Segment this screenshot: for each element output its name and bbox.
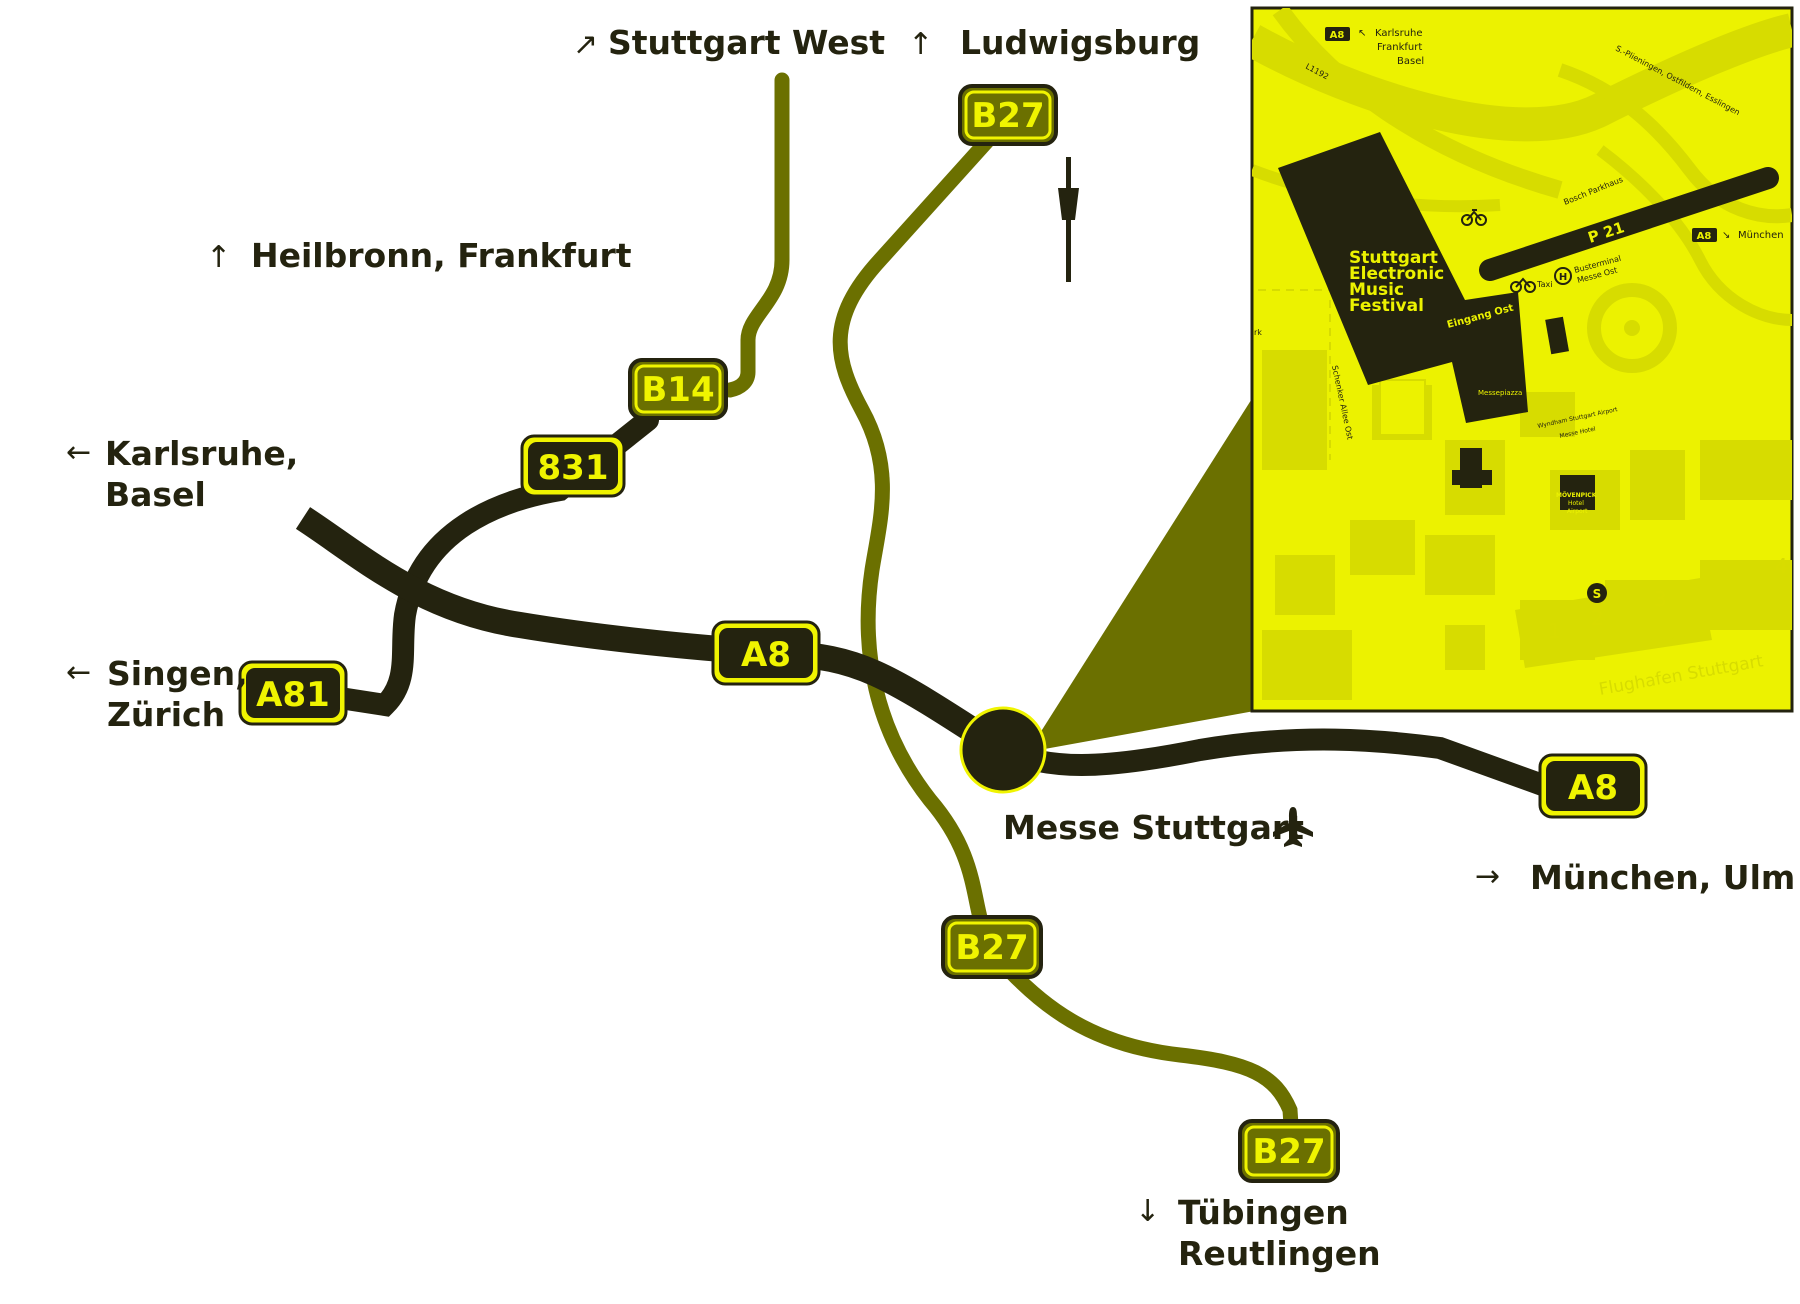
inset-basel: Basel [1397,56,1424,67]
inset-terminal-1: 1 [1548,619,1561,643]
label-singen: Singen, [107,654,248,693]
label-karlsruhe: Karlsruhe, [105,434,298,473]
tv-tower-icon [1058,157,1079,282]
inset-sbahn: S [1593,587,1602,601]
arrow-left-icon: ← [66,435,91,470]
a8-center-shield: A8 [711,620,821,686]
b27-top-label: B27 [971,96,1044,136]
label-tuebingen: Tübingen [1178,1193,1349,1232]
arrow-up-icon: ↑ [206,240,231,275]
arrow-right-icon: → [1475,859,1500,894]
b14-label: B14 [641,370,714,410]
label-messe-stuttgart: Messe Stuttgart [1003,808,1304,847]
label-reutlingen: Reutlingen [1178,1234,1381,1273]
inset-moevenpick-airport: Airport [1567,508,1588,515]
a81-shield: A81 [238,660,348,726]
arrow-left-icon: ← [66,655,91,690]
inset-arrow-icon: ↘ [1722,230,1730,241]
b27-bottom-label: B27 [1252,1132,1325,1172]
inset-map: A8 ↖ Karlsruhe Frankfurt Basel L1192 S.-… [1250,6,1794,713]
a8-road-east [998,728,1552,798]
b27-mid-shield: B27 [941,915,1043,979]
inset-arrow-icon: ↖ [1358,28,1366,39]
label-muenchen-ulm: München, Ulm [1530,858,1795,897]
inset-messepiazza: Messepiazza [1478,389,1522,397]
inset-taxi: Taxi [1536,280,1552,289]
a8-right-shield: A8 [1538,753,1648,819]
inset-edge-fragment: rk [1254,328,1262,337]
inset-moevenpick-hotel: Hotel [1568,500,1584,507]
a8-road-west [295,507,1011,761]
b27-mid-label: B27 [955,928,1028,968]
a8-center-label: A8 [741,635,791,675]
arrow-up-icon: ↑ [908,27,933,62]
inset-bus-symbol: H [1559,272,1567,283]
road-831-shield: 831 [520,434,626,498]
label-basel: Basel [105,475,206,514]
arrow-down-icon: ↓ [1135,1194,1160,1229]
inset-frankfurt: Frankfurt [1377,42,1422,53]
inset-muenchen: München [1738,230,1784,241]
inset-festival-line1: Stuttgart [1349,248,1438,268]
inset-terminal-4: 4 [1775,554,1788,578]
festival-building [1278,132,1528,423]
messe-junction [959,706,1047,794]
b27-bottom-shield: B27 [1238,1119,1340,1183]
b27-road [832,110,1300,1148]
bicycle-icon [1461,209,1487,226]
inset-festival-line4: Festival [1349,296,1424,316]
inset-a8-right-badge: A8 [1697,231,1712,242]
airplane-icon [1273,807,1313,847]
inset-terminal-3: 3 [1654,587,1667,611]
label-zuerich: Zürich [107,695,225,734]
inset-moevenpick: MÖVENPICK [1556,492,1597,499]
b14-shield: B14 [628,358,728,420]
label-ludwigsburg: Ludwigsburg [960,23,1200,62]
inset-festival-line2: Electronic [1349,264,1444,284]
bus-stop-icon [1554,267,1572,285]
a8-right-label: A8 [1568,768,1618,808]
inset-terminal-2: 2 [1591,606,1604,630]
inset-a8-top-badge: A8 [1330,30,1345,41]
label-heilbronn-frankfurt: Heilbronn, Frankfurt [251,236,632,275]
inset-karlsruhe: Karlsruhe [1375,28,1423,39]
arrow-up-right-icon: ↗ [573,27,598,62]
a81-label: A81 [256,675,330,715]
b27-top-shield: B27 [958,84,1058,146]
bicycle-icon [1510,277,1536,293]
label-stuttgart-west: Stuttgart West [608,23,885,62]
zoom-wedge [1028,386,1260,752]
road-831-label: 831 [538,448,609,488]
inset-festival-line3: Music [1349,280,1404,300]
b14-road [722,72,790,398]
sbahn-icon [1587,583,1607,603]
